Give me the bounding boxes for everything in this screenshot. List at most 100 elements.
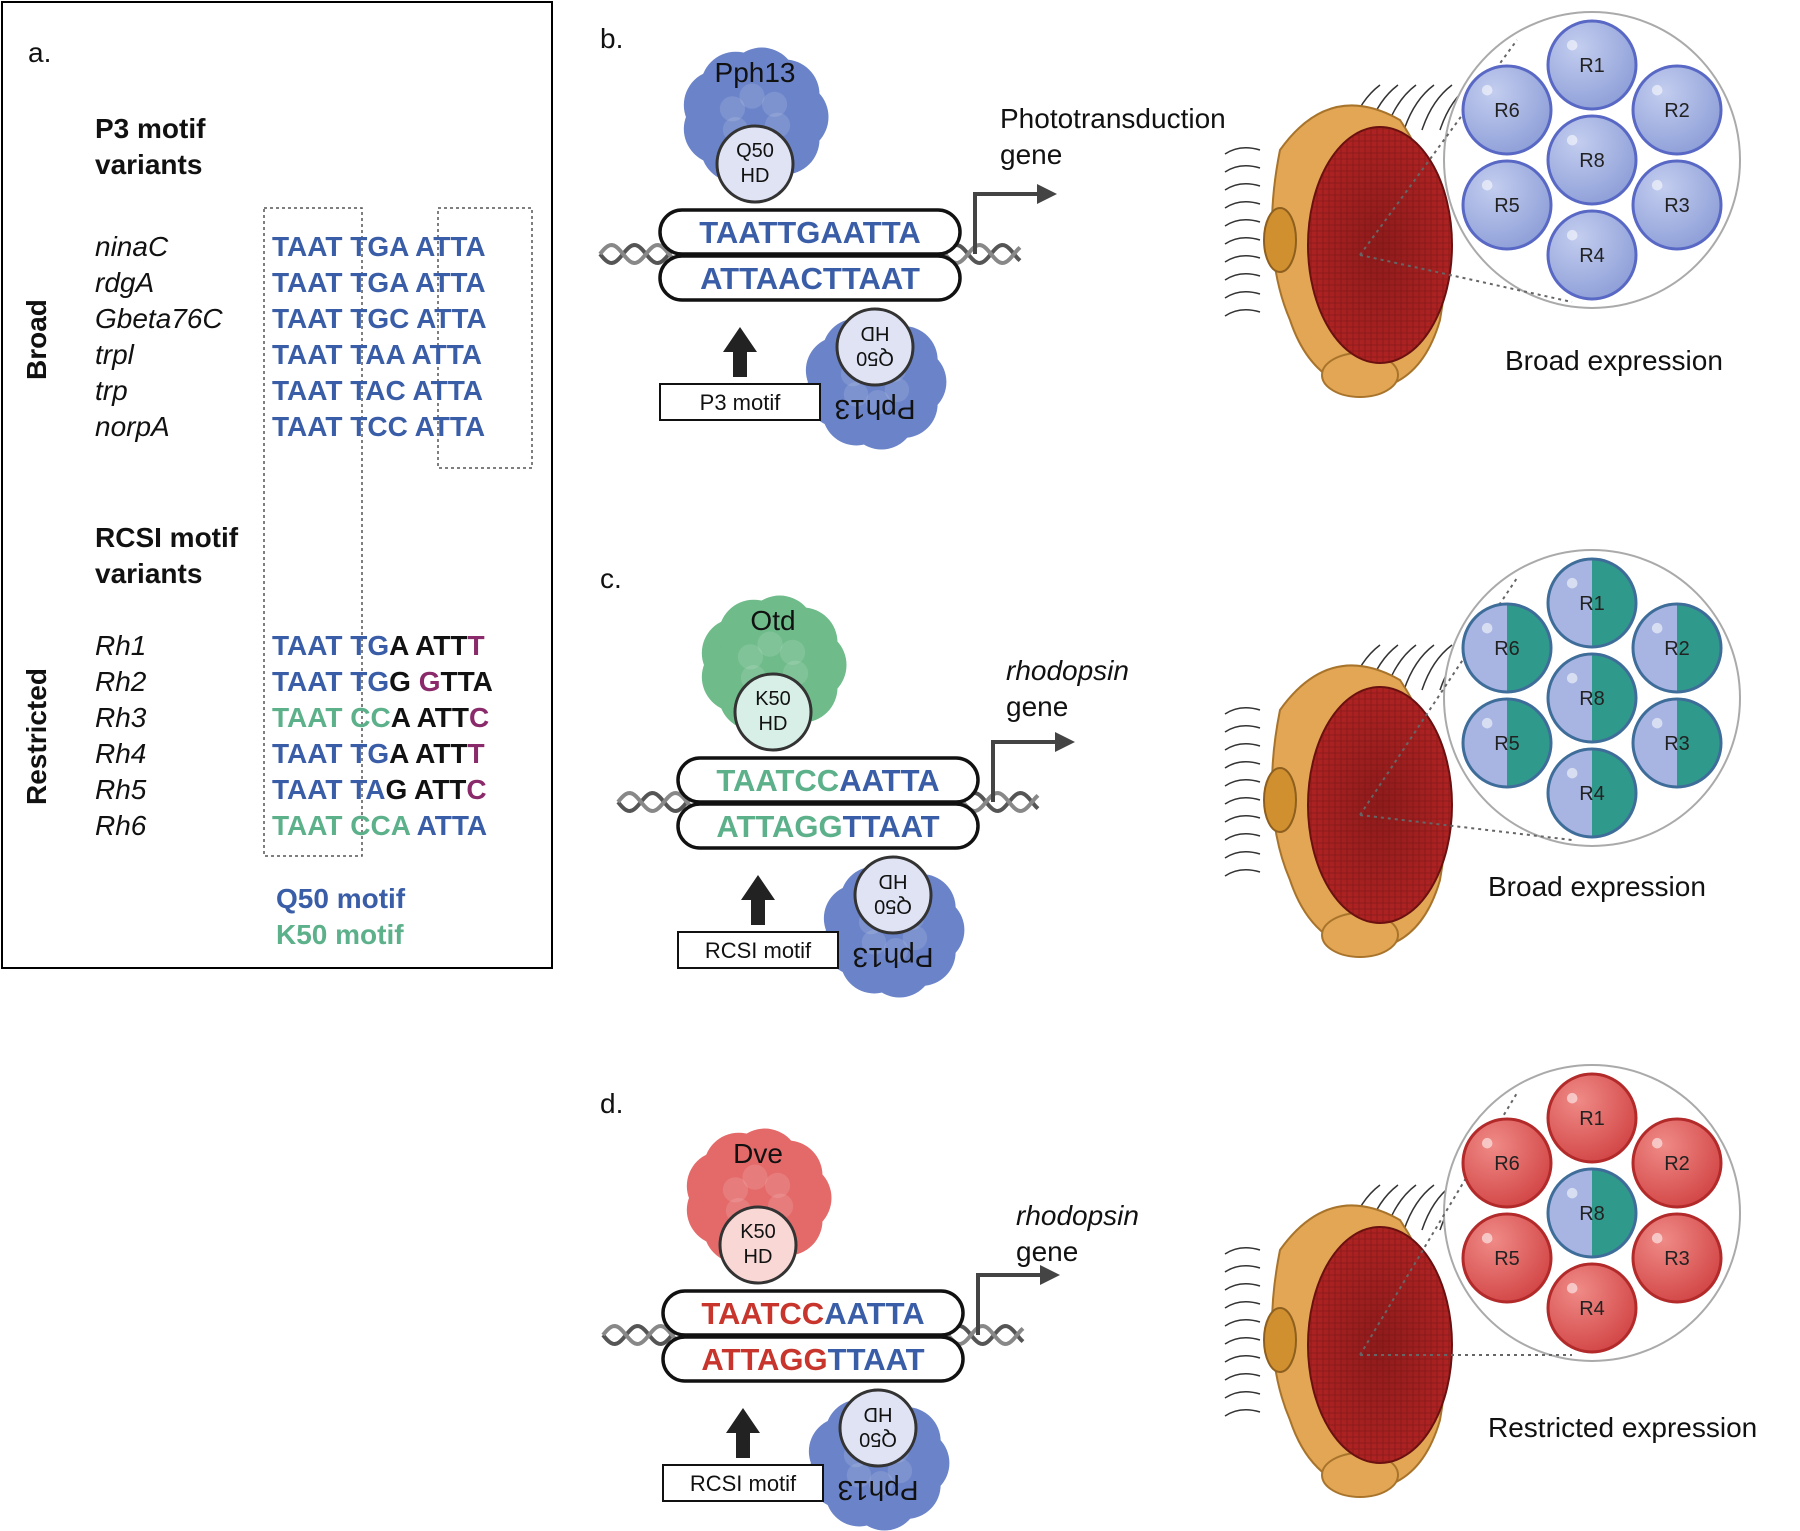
homeodomain-bottom (838, 1388, 918, 1468)
motif-sequence: TAAT TGA ATTA (272, 231, 486, 262)
photoreceptor-r4: R4 (1546, 1262, 1638, 1354)
motif-sequence: TAAT TGA ATTT (272, 630, 485, 661)
strand-bottom-sequence: ATTAGGTTAAT (701, 1342, 924, 1377)
strand-bottom-sequence: ATTAGGTTAAT (716, 809, 939, 844)
motif-sequence: TAAT TCC ATTA (272, 411, 485, 442)
gene-label-2: gene (1006, 691, 1068, 722)
motif-sequence: TAAT TGG GTTA (272, 666, 493, 697)
hd-label-bottom: Q50 (874, 895, 912, 917)
fly-head (1224, 1184, 1471, 1498)
cell-label: R6 (1494, 638, 1520, 660)
homeodomain-top (718, 1205, 798, 1285)
motif-sequence: TAAT CCA ATTC (272, 702, 489, 733)
cell-label: R1 (1579, 593, 1605, 615)
strand-top-sequence: TAATCCAATTA (716, 763, 939, 798)
motif-box (659, 383, 821, 421)
up-arrow (726, 1408, 760, 1458)
panel-c: c.OtdK50HDTAATCCAATTAATTAGGTTAATQ50HDPph… (600, 549, 1741, 998)
homeodomain-bottom (835, 307, 915, 387)
hd-label-bottom: Q50 (856, 347, 894, 369)
hd-label-top: K50 (740, 1221, 776, 1243)
cell-label: R8 (1579, 688, 1605, 710)
cell-label: R2 (1664, 1153, 1690, 1175)
gene-name: Rh5 (95, 774, 147, 805)
gene-label: Phototransduction (1000, 103, 1226, 134)
gene-label: rhodopsin (1016, 1200, 1139, 1231)
tf-name-bottom: Pph13 (838, 1475, 919, 1506)
motif-sequence: TAAT TAC ATTA (272, 375, 483, 406)
gene-name: Rh2 (95, 666, 147, 697)
panel-label: c. (600, 563, 622, 594)
photoreceptor-r4: R4 (1546, 747, 1638, 839)
fly-head (1224, 644, 1471, 958)
cell-label: R4 (1579, 245, 1605, 267)
motif-sequence: TAAT CCA ATTA (272, 810, 487, 841)
hd-label-top-2: HD (744, 1246, 773, 1268)
tf-name-bottom: Pph13 (835, 394, 916, 425)
gene-label: rhodopsin (1006, 655, 1129, 686)
gene-name: Rh3 (95, 702, 147, 733)
photoreceptor-r2: R2 (1631, 1117, 1723, 1209)
photoreceptor-r8: R8 (1546, 652, 1638, 744)
gene-name: Rh6 (95, 810, 147, 841)
photoreceptor-r6: R6 (1461, 1117, 1553, 1209)
hd-label-top-2: HD (741, 165, 770, 187)
photoreceptor-r5: R5 (1461, 697, 1553, 789)
cell-label: R4 (1579, 783, 1605, 805)
cell-label: R5 (1494, 1248, 1520, 1270)
cell-label: R5 (1494, 733, 1520, 755)
cell-label: R1 (1579, 1108, 1605, 1130)
cell-label: R5 (1494, 195, 1520, 217)
hd-label-bottom-2: HD (861, 322, 890, 344)
legend-k50: K50 motif (276, 919, 404, 950)
cell-label: R6 (1494, 1153, 1520, 1175)
up-arrow (723, 327, 757, 377)
panel-label: d. (600, 1088, 623, 1119)
cell-label: R2 (1664, 100, 1690, 122)
restricted-side-label: Restricted (21, 668, 52, 805)
tf-name-top: Pph13 (715, 57, 796, 88)
up-arrow (741, 875, 775, 925)
cell-label: R4 (1579, 1298, 1605, 1320)
panel-a-frame (1, 1, 553, 969)
tf-name-bottom: Pph13 (853, 942, 934, 973)
cell-label: R3 (1664, 733, 1690, 755)
panel-label: b. (600, 23, 623, 54)
hd-label-top: Q50 (736, 140, 774, 162)
photoreceptor-r5: R5 (1461, 159, 1553, 251)
photoreceptor-r1: R1 (1546, 1072, 1638, 1164)
photoreceptor-r6: R6 (1461, 602, 1553, 694)
cell-label: R8 (1579, 150, 1605, 172)
homeodomain-bottom (853, 855, 933, 935)
gene-name: Rh4 (95, 738, 146, 769)
motif-box-label: RCSI motif (705, 938, 812, 963)
gene-name: Gbeta76C (95, 303, 223, 334)
transcription-arrow (973, 192, 1040, 254)
hd-label-top-2: HD (759, 713, 788, 735)
photoreceptor-r6: R6 (1461, 64, 1553, 156)
tf-name-top: Otd (750, 605, 795, 636)
motif-box (677, 931, 839, 969)
gene-name: ninaC (95, 231, 169, 262)
taat-dotted-box (263, 207, 363, 857)
photoreceptor-r2: R2 (1631, 602, 1723, 694)
photoreceptor-r2: R2 (1631, 64, 1723, 156)
photoreceptor-r8: R8 (1546, 114, 1638, 206)
panel-b: b.Pph13Q50HDTAATTGAATTAATTAACTTAATQ50HDP… (598, 11, 1741, 450)
broad-side-label: Broad (21, 299, 52, 380)
photoreceptor-r8: R8 (1546, 1167, 1638, 1259)
motif-box (662, 1464, 824, 1502)
gene-name: trpl (95, 339, 135, 370)
photoreceptor-r1: R1 (1546, 557, 1638, 649)
photoreceptor-r1: R1 (1546, 19, 1638, 111)
p3-heading-line2: variants (95, 149, 202, 180)
photoreceptor-r3: R3 (1631, 1212, 1723, 1304)
gene-name: norpA (95, 411, 170, 442)
expression-label: Restricted expression (1488, 1412, 1757, 1443)
atta-dotted-box (437, 207, 533, 469)
cell-label: R8 (1579, 1203, 1605, 1225)
gene-name: rdgA (95, 267, 154, 298)
gene-name: Rh1 (95, 630, 146, 661)
gene-label-2: gene (1000, 139, 1062, 170)
transcription-arrow (991, 740, 1058, 802)
